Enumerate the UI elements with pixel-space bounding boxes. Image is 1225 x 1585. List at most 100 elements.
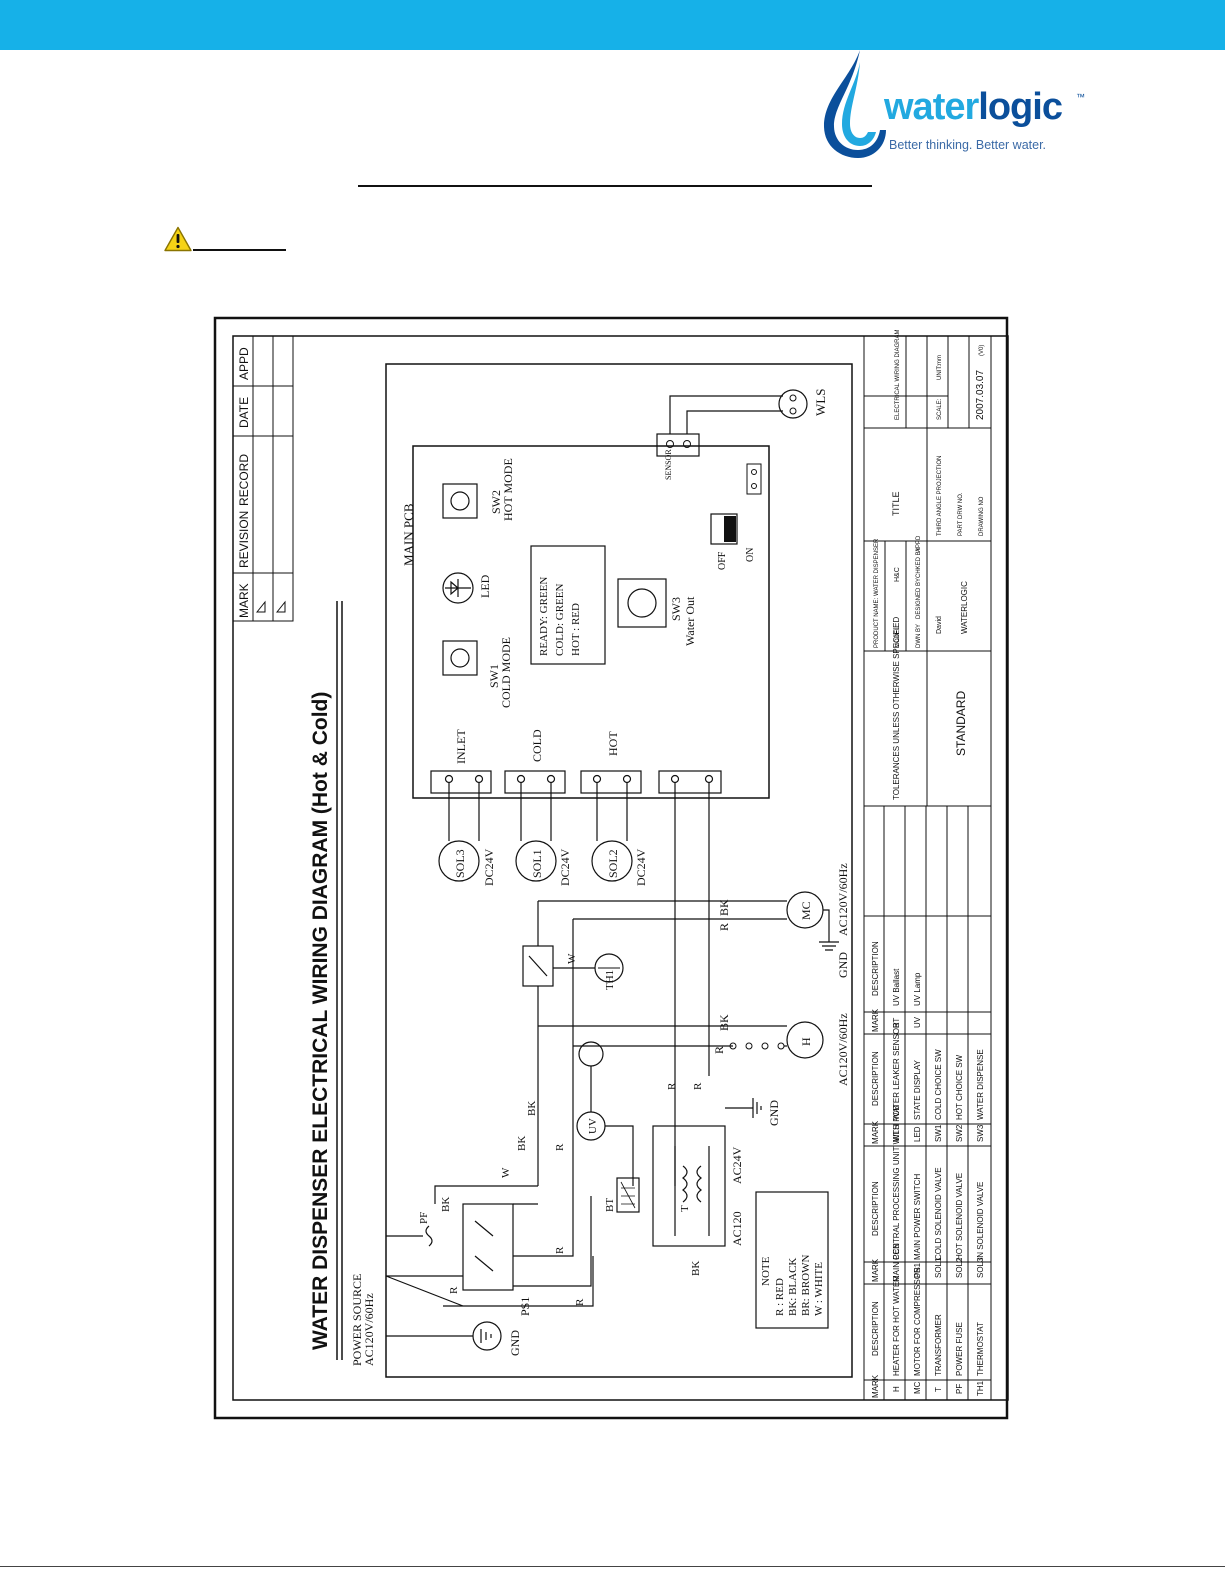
diagram-label: MC (913, 1381, 922, 1394)
diagram-label: HOT CHOICE SW (955, 1054, 964, 1120)
power-source-label: POWER SOURCE (350, 1274, 364, 1366)
power-connector (658, 770, 722, 794)
rev-revision-header: REVISION (237, 511, 251, 568)
diagram-label: BK (440, 1197, 452, 1212)
diagram-label: PRODUCT NAME: (874, 597, 880, 648)
t-secondary-voltage: AC24V (730, 1146, 744, 1184)
diagram-label: TITLE (891, 491, 901, 516)
mc-label: MC (799, 901, 813, 920)
diagram-label: UV Lamp (913, 972, 922, 1006)
diagram-label: DWN BY (916, 624, 922, 648)
diagram-label: WLS (892, 1125, 901, 1142)
transformer-t (652, 1125, 726, 1247)
sw2-knob (450, 491, 470, 511)
sol1-label: SOL1 (530, 849, 544, 878)
h-voltage: AC120V/60Hz (836, 1013, 850, 1086)
diagram-label: MAIN POWER SWITCH (913, 1174, 922, 1260)
sw2-mode-label: HOT MODE (501, 458, 515, 521)
diagram-label: IN SOLENOID VALVE (976, 1182, 985, 1260)
diagram-label: MOTOR FOR COMPRESSOR (913, 1267, 922, 1376)
sol3-valve (438, 840, 480, 882)
pf-label: PF (418, 1212, 430, 1224)
diagram-label: BK (717, 1014, 731, 1031)
dip-on-label: ON (745, 548, 756, 562)
status-ready: READY: GREEN (538, 577, 550, 656)
title-underline (358, 185, 872, 187)
diagram-label: R (554, 1143, 566, 1151)
sol3-voltage: DC24V (482, 848, 496, 886)
parts-header-mark-1: MARK (871, 1374, 880, 1398)
rev-appd-header: APPD (237, 347, 251, 380)
diagram-label: STATE DISPLAY (913, 1059, 922, 1120)
diagram-label: BK (717, 899, 731, 916)
hot-connector (580, 770, 642, 794)
diagram-label: TRANSFORMER (934, 1314, 943, 1376)
diagram-label: UNIT:mm (937, 355, 943, 380)
logo-word-water: water (884, 86, 979, 128)
inlet-label: INLET (454, 729, 468, 764)
waterlogic-logo: waterlogic ™ Better thinking. Better wat… (820, 48, 1100, 160)
pcb-jumper (746, 463, 762, 495)
diagram-label: DESIGNED BY (916, 578, 922, 619)
drawing-outer-border (213, 316, 1009, 1420)
sw3-label: SW3 (669, 597, 683, 621)
rev-mark-header: MARK (237, 583, 251, 618)
ps1-switch (462, 1203, 514, 1291)
diagram-label: THERMOSTAT (976, 1322, 985, 1376)
dip-switch (710, 513, 738, 545)
sol2-valve (591, 840, 633, 882)
status-box (530, 545, 606, 665)
logo-trademark: ™ (1076, 92, 1085, 102)
drawing-inner-border (232, 335, 1009, 1401)
note-brown: BR: BROWN (800, 1255, 812, 1316)
logo-wordmark: waterlogic (884, 86, 1063, 128)
note-white: W : WHITE (813, 1262, 825, 1316)
diagram-label: R (448, 1286, 460, 1294)
diagram-label: SOL1 (934, 1257, 943, 1278)
revision-record-block (232, 335, 294, 622)
led-label: LED (478, 574, 492, 598)
diagram-label: WATER LEAKER SENSOR (892, 1022, 901, 1120)
logo-tagline: Better thinking. Better water. (889, 138, 1047, 152)
parts-header-mark-2: MARK (871, 1258, 880, 1282)
wls-sensor (778, 389, 808, 419)
diagram-label: PART DRW NO. (958, 492, 964, 536)
parts-header-desc-2: DESCRIPTION (871, 1181, 880, 1236)
tolerances-text: TOLERANCES UNLESS OTHERWISE SPECIFIED (892, 616, 901, 800)
t-label: T (679, 1205, 691, 1212)
diagram-label: T (934, 1387, 943, 1392)
sensor-connector (656, 433, 700, 457)
diagram-label: David (936, 616, 943, 634)
t-primary-voltage: AC120 (730, 1211, 744, 1246)
diagram-label: PF (955, 1384, 964, 1394)
diagram-label: PS1 (913, 1262, 922, 1278)
circuit-frame (385, 363, 853, 1378)
wiring-diagram: MARK REVISION RECORD DATE APPD WATER DIS… (213, 316, 1009, 1420)
diagram-label: R (712, 1046, 726, 1054)
diagram-label: R (666, 1082, 678, 1090)
power-source-voltage: AC120V/60Hz (362, 1293, 376, 1366)
diagram-label: BK (516, 1136, 528, 1151)
diagram-label: BK (526, 1101, 538, 1116)
diagram-label: TH1 (976, 1380, 985, 1396)
diagram-label: BK (690, 1261, 702, 1276)
diagram-label: CENTRAL PROCESSING UNIT WITH PCB (892, 1105, 901, 1260)
diagram-label: WATER DISPENSER (874, 538, 880, 596)
sensor-label: SENSOR (664, 449, 673, 480)
rev-date-header: DATE (237, 397, 251, 428)
main-gnd-symbol (472, 1321, 502, 1351)
sol2-label: SOL2 (606, 849, 620, 878)
main-gnd-label: GND (508, 1330, 522, 1356)
diagram-label: SOL3 (976, 1257, 985, 1278)
diagram-label: WATER DISPENSE (976, 1049, 985, 1120)
cold-label: COLD (530, 729, 544, 762)
sol3-label: SOL3 (453, 849, 467, 878)
parts-header-desc-3: DESCRIPTION (871, 1051, 880, 1106)
diagram-label: COLD SOLENOID VALVE (934, 1167, 943, 1260)
mc-gnd-label: GND (836, 952, 850, 978)
diagram-label: SOL2 (955, 1257, 964, 1278)
sw1-button (442, 640, 478, 676)
diagram-label: HOT SOLENOID VALVE (955, 1173, 964, 1260)
parts-header-mark-4: MARK (871, 1008, 880, 1032)
diagram-label: SW3 (976, 1124, 985, 1142)
